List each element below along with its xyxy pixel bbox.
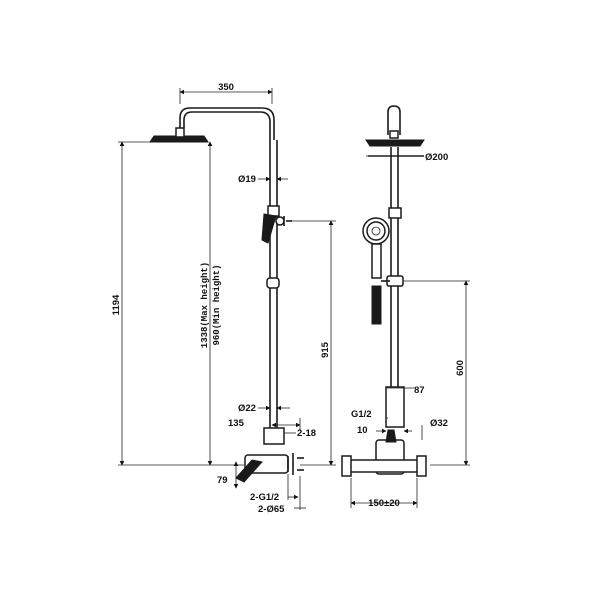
dim-135-label: 135 bbox=[228, 418, 245, 429]
riser-pipe-front bbox=[386, 147, 404, 387]
dim-head-dia-label: Ø200 bbox=[425, 152, 448, 163]
dim-height-1194-label: 1194 bbox=[111, 294, 122, 315]
side-view: 350 1194 1338(Max height) 960(Min height… bbox=[111, 82, 336, 515]
dim-thread-2-18-label: 2-18 bbox=[297, 428, 316, 439]
dim-dia-22-label: Ø22 bbox=[238, 403, 256, 414]
dim-max-height-label: 1338(Max height) bbox=[200, 262, 210, 348]
rain-shower-head-front bbox=[365, 139, 425, 157]
diverter-handle bbox=[261, 213, 292, 244]
rain-shower-head-side bbox=[149, 127, 209, 143]
mixer-body-front bbox=[341, 429, 427, 477]
arm-top-front bbox=[387, 105, 401, 139]
hand-shower bbox=[362, 217, 390, 325]
dim-inlet-thread-label: 2-G1/2 bbox=[250, 492, 279, 503]
dim-min-height-label: 960(Min height) bbox=[212, 264, 222, 345]
dim-cover-dia-label: 2-Ø65 bbox=[258, 504, 285, 515]
dim-dia-32-label: Ø32 bbox=[430, 418, 448, 429]
dim-87-label: 87 bbox=[414, 385, 425, 396]
dim-height-915-label: 915 bbox=[320, 341, 331, 358]
dim-thread-g12-label: G1/2 bbox=[351, 409, 372, 420]
front-view: Ø200 600 87 G1/2 10 Ø32 150±20 bbox=[341, 105, 470, 509]
dim-center-distance-label: 150±20 bbox=[368, 498, 400, 509]
dim-arm-width-label: 350 bbox=[218, 82, 234, 93]
dim-pipe-dia-label: Ø19 bbox=[238, 174, 256, 185]
riser-pipe bbox=[266, 140, 280, 428]
diverter-block-front bbox=[385, 386, 405, 428]
dim-height-600-label: 600 bbox=[455, 360, 466, 376]
shower-arm bbox=[179, 107, 275, 140]
dim-10-label: 10 bbox=[357, 425, 368, 436]
mixer-body-side bbox=[235, 427, 304, 483]
dim-79-label: 79 bbox=[217, 475, 228, 486]
